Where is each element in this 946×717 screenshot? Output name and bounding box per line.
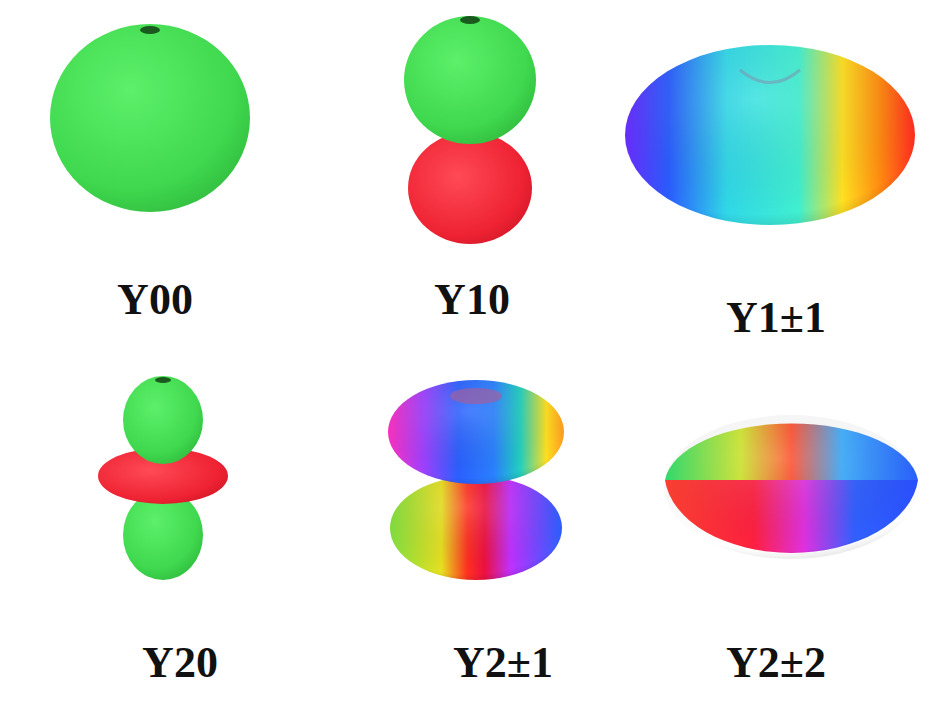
harmonic-label: Y10 — [434, 278, 510, 322]
harmonic-label: Y2±2 — [726, 641, 826, 685]
harmonic-label: Y2±1 — [453, 641, 553, 685]
harmonic-label: Y00 — [117, 278, 193, 322]
harmonic-label: Y20 — [142, 641, 218, 685]
harmonic-label: Y1±1 — [726, 296, 826, 340]
